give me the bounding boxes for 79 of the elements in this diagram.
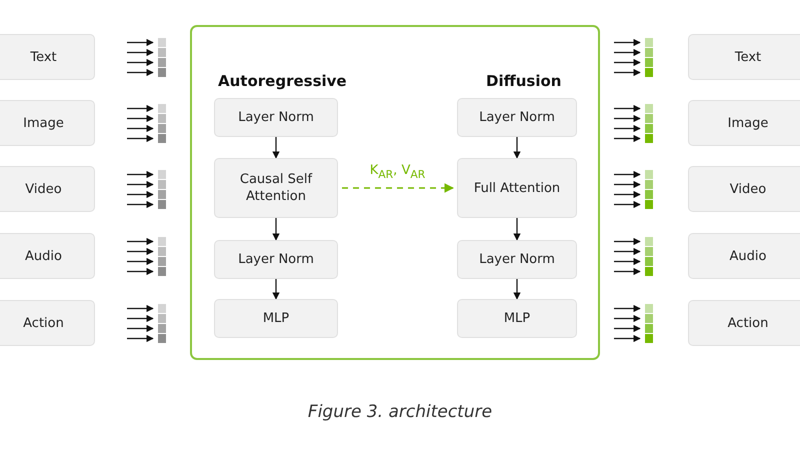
arrow (614, 324, 641, 332)
arrow (127, 38, 154, 46)
arrow (614, 68, 641, 76)
modality-box: Action (688, 300, 800, 346)
model-frame (190, 25, 600, 360)
arrow (127, 314, 154, 322)
arrow (127, 114, 154, 122)
token-bar (158, 170, 166, 209)
modality-box: Image (688, 100, 800, 146)
token-bar (645, 304, 653, 343)
arrow (513, 137, 521, 159)
modality-box: Text (688, 34, 800, 80)
token-bar (158, 237, 166, 276)
layer-box: Full Attention (457, 158, 577, 218)
arrow (127, 134, 154, 142)
layer-box: Layer Norm (214, 98, 338, 137)
arrow (127, 190, 154, 198)
arrow (614, 38, 641, 46)
arrow (272, 137, 280, 159)
token-bar (645, 104, 653, 143)
arrow (127, 68, 154, 76)
arrow (614, 304, 641, 312)
layer-box: Layer Norm (214, 240, 338, 279)
layer-box: MLP (457, 299, 577, 338)
arrow (614, 248, 641, 256)
arrow (272, 218, 280, 241)
token-bar (645, 170, 653, 209)
arrow (614, 58, 641, 66)
arrow (127, 304, 154, 312)
arrow (614, 124, 641, 132)
token-bar (645, 237, 653, 276)
arrow (614, 258, 641, 266)
arrow (127, 268, 154, 276)
arrow (127, 248, 154, 256)
arrow (614, 200, 641, 208)
arrow (127, 124, 154, 132)
arrow (272, 279, 280, 300)
arrow (614, 268, 641, 276)
column-heading: Autoregressive (218, 72, 347, 90)
arrow (127, 324, 154, 332)
dashed-arrow (342, 183, 454, 193)
arrow (614, 238, 641, 246)
arrow (513, 218, 521, 241)
arrow (513, 279, 521, 300)
modality-box: Action (0, 300, 95, 346)
modality-box: Video (688, 166, 800, 212)
column-heading: Diffusion (486, 72, 562, 90)
token-bar (158, 304, 166, 343)
layer-box: Layer Norm (457, 98, 577, 137)
modality-box: Image (0, 100, 95, 146)
arrow (127, 104, 154, 112)
arrow (614, 114, 641, 122)
modality-box: Text (0, 34, 95, 80)
arrow (614, 180, 641, 188)
token-bar (645, 38, 653, 77)
token-bar (158, 38, 166, 77)
layer-box: Causal Self Attention (214, 158, 338, 218)
token-bar (158, 104, 166, 143)
arrow (614, 314, 641, 322)
arrow (614, 48, 641, 56)
arrow (127, 334, 154, 342)
layer-box: Layer Norm (457, 240, 577, 279)
arrow (614, 134, 641, 142)
arrow (614, 170, 641, 178)
arrow (614, 334, 641, 342)
arrow (614, 190, 641, 198)
arrow (127, 238, 154, 246)
arrow (127, 170, 154, 178)
arrow (127, 258, 154, 266)
arrow (127, 48, 154, 56)
arrow (127, 180, 154, 188)
arrow (127, 58, 154, 66)
arrow (127, 200, 154, 208)
figure-caption: Figure 3. architecture (306, 402, 494, 422)
arrow (614, 104, 641, 112)
modality-box: Audio (0, 233, 95, 279)
modality-box: Audio (688, 233, 800, 279)
modality-box: Video (0, 166, 95, 212)
layer-box: MLP (214, 299, 338, 338)
